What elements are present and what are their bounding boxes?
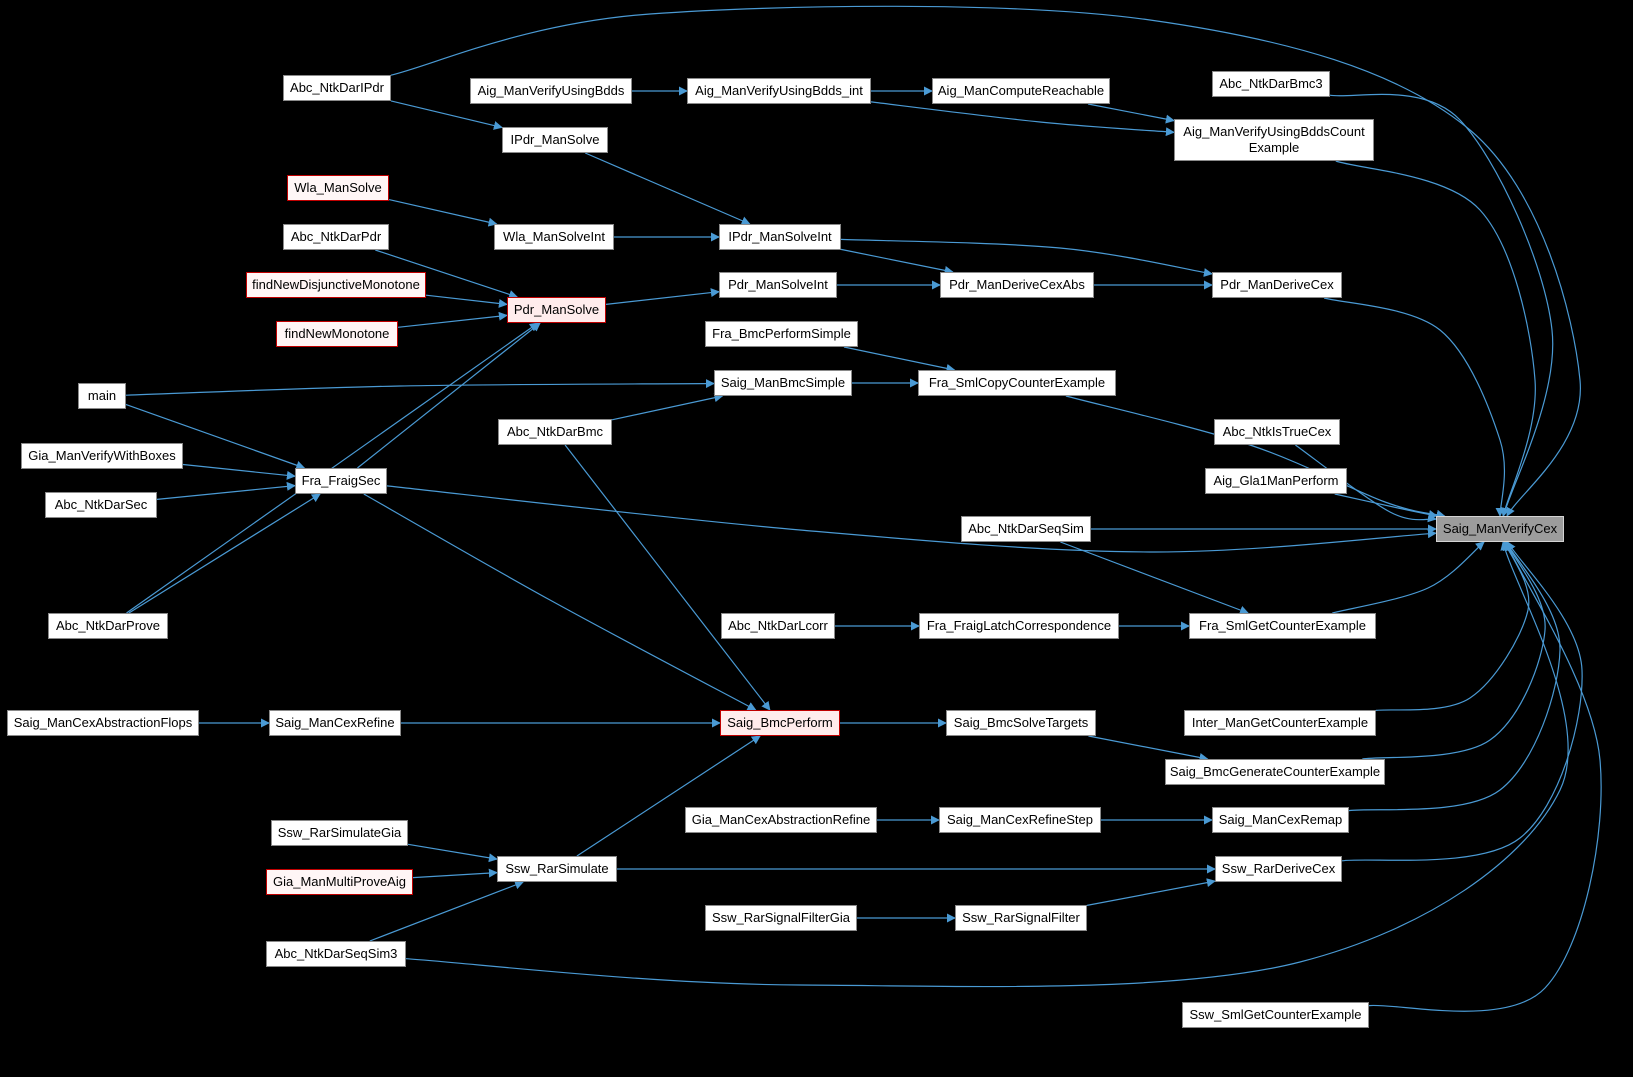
graph-node-aig_manverifyusingbddscountexample[interactable]: Aig_ManVerifyUsingBddsCount Example bbox=[1174, 119, 1374, 161]
graph-node-saig_mancexremap[interactable]: Saig_ManCexRemap bbox=[1212, 807, 1349, 833]
edge-fra_fraigsec-to-saig_manverifycex bbox=[386, 485, 1437, 553]
graph-node-ssw_smlgetcounterexample[interactable]: Ssw_SmlGetCounterExample bbox=[1182, 1002, 1369, 1028]
edge-fra_smlcopycounterexample-to-saig_manverifycex bbox=[1065, 395, 1446, 519]
edge-ssw_rarsimulategia-to-ssw_rarsimulate bbox=[407, 843, 498, 863]
edge-abc_ntkistruecex-to-saig_manverifycex bbox=[1295, 444, 1437, 523]
graph-node-gia_manmultiproveaig[interactable]: Gia_ManMultiProveAig bbox=[266, 869, 413, 895]
edge-aig_manverifyusingbddscountexample-to-saig_manverifycex bbox=[1335, 160, 1536, 517]
graph-node-fra_bmcperformsimple[interactable]: Fra_BmcPerformSimple bbox=[705, 321, 858, 347]
graph-node-inter_mangetcounterexample[interactable]: Inter_ManGetCounterExample bbox=[1184, 710, 1376, 736]
graph-node-abc_ntkdarpdr[interactable]: Abc_NtkDarPdr bbox=[283, 224, 389, 250]
graph-node-abc_ntkdarseqsim3[interactable]: Abc_NtkDarSeqSim3 bbox=[266, 941, 406, 967]
edge-wla_mansolve-to-wla_mansolveint bbox=[388, 199, 498, 227]
graph-node-pdr_mansolveint[interactable]: Pdr_ManSolveInt bbox=[719, 272, 837, 298]
graph-node-abc_ntkdarseqsim[interactable]: Abc_NtkDarSeqSim bbox=[961, 516, 1091, 542]
edge-abc_ntkdaripdr-to-ipdr_mansolve bbox=[390, 100, 503, 130]
graph-node-findnewdisjunctivemonotone[interactable]: findNewDisjunctiveMonotone bbox=[246, 272, 426, 298]
graph-node-fra_smlgetcounterexample[interactable]: Fra_SmlGetCounterExample bbox=[1189, 613, 1376, 639]
graph-node-saig_manbmcsimple[interactable]: Saig_ManBmcSimple bbox=[714, 370, 852, 396]
edge-aig_mancomputereachable-to-aig_manverifyusingbddscountexample bbox=[1087, 103, 1175, 124]
graph-node-saig_mancexrefine[interactable]: Saig_ManCexRefine bbox=[269, 710, 401, 736]
graph-node-main[interactable]: main bbox=[78, 383, 126, 409]
graph-node-aig_mancomputereachable[interactable]: Aig_ManComputeReachable bbox=[932, 78, 1110, 104]
graph-node-saig_mancexabstractionflops[interactable]: Saig_ManCexAbstractionFlops bbox=[7, 710, 199, 736]
edge-ssw_rarderivecex-to-saig_manverifycex bbox=[1341, 541, 1583, 862]
graph-node-aig_manverifyusingbdds[interactable]: Aig_ManVerifyUsingBdds bbox=[470, 78, 632, 104]
edge-ssw_rarsimulate-to-saig_bmcperform bbox=[576, 735, 761, 857]
graph-node-saig_manverifycex[interactable]: Saig_ManVerifyCex bbox=[1436, 516, 1564, 542]
graph-node-abc_ntkdarbmc[interactable]: Abc_NtkDarBmc bbox=[498, 419, 612, 445]
graph-node-aig_gla1manperform[interactable]: Aig_Gla1ManPerform bbox=[1205, 468, 1347, 494]
edge-gia_manverifywithboxes-to-fra_fraigsec bbox=[182, 463, 296, 480]
graph-node-ssw_rarsimulate[interactable]: Ssw_RarSimulate bbox=[497, 856, 617, 882]
edge-findnewdisjunctivemonotone-to-pdr_mansolve bbox=[425, 294, 508, 308]
graph-node-fra_fraigsec[interactable]: Fra_FraigSec bbox=[295, 468, 387, 494]
edge-abc_ntkdarsec-to-fra_fraigsec bbox=[156, 481, 296, 500]
graph-node-saig_bmcsolvetargets[interactable]: Saig_BmcSolveTargets bbox=[946, 710, 1096, 736]
edge-saig_bmcsolvetargets-to-saig_bmcgeneratecounterexample bbox=[1088, 735, 1209, 762]
edge-abc_ntkdarbmc-to-saig_manbmcsimple bbox=[611, 393, 724, 421]
edge-ipdr_mansolveint-to-pdr_manderivecexabs bbox=[840, 248, 954, 275]
graph-node-ssw_rarderivecex[interactable]: Ssw_RarDeriveCex bbox=[1215, 856, 1342, 882]
graph-node-gia_manverifywithboxes[interactable]: Gia_ManVerifyWithBoxes bbox=[21, 443, 183, 469]
graph-node-pdr_manderivecexabs[interactable]: Pdr_ManDeriveCexAbs bbox=[940, 272, 1094, 298]
graph-node-saig_bmcperform[interactable]: Saig_BmcPerform bbox=[720, 710, 840, 736]
graph-node-abc_ntkdaripdr[interactable]: Abc_NtkDarIPdr bbox=[283, 75, 391, 101]
edge-ipdr_mansolveint-to-pdr_manderivecex bbox=[840, 238, 1213, 277]
graph-node-wla_mansolve[interactable]: Wla_ManSolve bbox=[287, 175, 389, 201]
graph-node-ipdr_mansolve[interactable]: IPdr_ManSolve bbox=[502, 127, 608, 153]
edge-gia_manmultiproveaig-to-ssw_rarsimulate bbox=[412, 868, 498, 879]
graph-node-ssw_rarsignalfilter[interactable]: Ssw_RarSignalFilter bbox=[955, 905, 1087, 931]
graph-node-wla_mansolveint[interactable]: Wla_ManSolveInt bbox=[494, 224, 614, 250]
edge-fra_fraigsec-to-pdr_mansolve bbox=[357, 322, 541, 469]
graph-node-fra_fraiglatchcorrespondence[interactable]: Fra_FraigLatchCorrespondence bbox=[919, 613, 1119, 639]
edge-pdr_manderivecex-to-saig_manverifycex bbox=[1323, 297, 1506, 517]
edge-findnewmonotone-to-pdr_mansolve bbox=[397, 311, 508, 328]
graph-node-aig_manverifyusingbdds_int[interactable]: Aig_ManVerifyUsingBdds_int bbox=[687, 78, 871, 104]
graph-node-pdr_mansolve[interactable]: Pdr_ManSolve bbox=[507, 297, 606, 323]
graph-node-pdr_manderivecex[interactable]: Pdr_ManDeriveCex bbox=[1212, 272, 1342, 298]
edge-fra_smlgetcounterexample-to-saig_manverifycex bbox=[1332, 541, 1485, 614]
edge-fra_fraigsec-to-saig_bmcperform bbox=[363, 493, 757, 711]
graph-node-saig_bmcgeneratecounterexample[interactable]: Saig_BmcGenerateCounterExample bbox=[1165, 759, 1385, 785]
edge-aig_manverifyusingbdds_int-to-aig_manverifyusingbddscountexample bbox=[870, 101, 1175, 137]
edge-saig_bmcgeneratecounterexample-to-saig_manverifycex bbox=[1362, 541, 1546, 760]
edge-aig_gla1manperform-to-saig_manverifycex bbox=[1334, 493, 1438, 519]
edge-inter_mangetcounterexample-to-saig_manverifycex bbox=[1375, 541, 1530, 711]
graph-node-abc_ntkdarsec[interactable]: Abc_NtkDarSec bbox=[45, 492, 157, 518]
graph-node-abc_ntkdarbmc3[interactable]: Abc_NtkDarBmc3 bbox=[1212, 71, 1330, 97]
edge-pdr_mansolve-to-pdr_mansolveint bbox=[605, 288, 720, 305]
edge-ipdr_mansolve-to-ipdr_mansolveint bbox=[584, 152, 751, 225]
edge-main-to-saig_manbmcsimple bbox=[125, 379, 715, 396]
edge-abc_ntkdaripdr-to-saig_manverifycex bbox=[390, 5, 1581, 517]
graph-node-abc_ntkistruecex[interactable]: Abc_NtkIsTrueCex bbox=[1214, 419, 1340, 445]
edge-ssw_rarsignalfilter-to-ssw_rarderivecex bbox=[1086, 878, 1216, 906]
edge-ssw_smlgetcounterexample-to-saig_manverifycex bbox=[1368, 541, 1602, 1012]
edge-abc_ntkdarpdr-to-pdr_mansolve bbox=[375, 249, 519, 299]
edge-abc_ntkdarprove-to-fra_fraigsec bbox=[128, 493, 321, 614]
edge-abc_ntkdarbmc-to-saig_bmcperform bbox=[564, 444, 771, 711]
edge-fra_bmcperformsimple-to-fra_smlcopycounterexample bbox=[843, 346, 956, 373]
graph-node-saig_mancexrefinestep[interactable]: Saig_ManCexRefineStep bbox=[939, 807, 1101, 833]
edge-abc_ntkdarseqsim3-to-saig_manverifycex bbox=[405, 541, 1569, 988]
graph-node-fra_smlcopycounterexample[interactable]: Fra_SmlCopyCounterExample bbox=[918, 370, 1116, 396]
graph-node-findnewmonotone[interactable]: findNewMonotone bbox=[276, 321, 398, 347]
edge-abc_ntkdarseqsim-to-fra_smlgetcounterexample bbox=[1060, 541, 1249, 615]
edge-abc_ntkdarseqsim3-to-ssw_rarsimulate bbox=[369, 880, 525, 942]
edge-main-to-fra_fraigsec bbox=[125, 403, 306, 470]
graph-node-abc_ntkdarprove[interactable]: Abc_NtkDarProve bbox=[48, 613, 168, 639]
graph-node-ssw_rarsignalfiltergia[interactable]: Ssw_RarSignalFilterGia bbox=[705, 905, 857, 931]
graph-node-ssw_rarsimulategia[interactable]: Ssw_RarSimulateGia bbox=[271, 820, 408, 846]
graph-node-gia_mancexabstractionrefine[interactable]: Gia_ManCexAbstractionRefine bbox=[685, 807, 877, 833]
edge-saig_mancexremap-to-saig_manverifycex bbox=[1348, 541, 1561, 812]
graph-node-abc_ntkdarlcorr[interactable]: Abc_NtkDarLcorr bbox=[721, 613, 835, 639]
edge-abc_ntkdarbmc3-to-saig_manverifycex bbox=[1329, 93, 1554, 517]
graph-node-ipdr_mansolveint[interactable]: IPdr_ManSolveInt bbox=[719, 224, 841, 250]
